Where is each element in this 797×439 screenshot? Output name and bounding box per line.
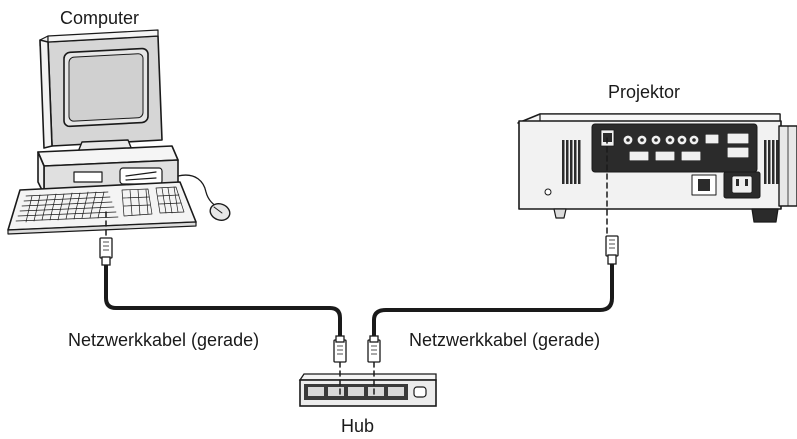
- plug-projector-icon: [605, 235, 619, 265]
- mouse: [177, 174, 231, 221]
- plug-hub-left-icon: [333, 335, 347, 363]
- plug-computer-icon: [99, 237, 113, 266]
- keyboard: [7, 181, 197, 235]
- network-cables: [104, 137, 614, 397]
- monitor: [39, 29, 163, 153]
- projector-power-block: [691, 171, 761, 199]
- projector-vents: [562, 140, 779, 184]
- plug-hub-right-icon: [367, 335, 381, 363]
- cable-right-label: Netzwerkkabel (gerade): [409, 330, 601, 350]
- cable-computer-to-hub: [104, 262, 342, 342]
- cable-plugs: [99, 235, 619, 363]
- computer-illustration: [7, 29, 231, 235]
- hub-illustration: [298, 373, 437, 407]
- projector-illustration: [517, 113, 797, 223]
- hub-label: Hub: [341, 416, 375, 436]
- projector-feet: [553, 208, 779, 223]
- computer-label: Computer: [60, 8, 140, 28]
- cable-projector-to-hub: [372, 262, 614, 342]
- projector-label: Projektor: [608, 82, 681, 102]
- projector-terminal-panel: [591, 123, 758, 173]
- cable-left-label: Netzwerkkabel (gerade): [68, 330, 260, 350]
